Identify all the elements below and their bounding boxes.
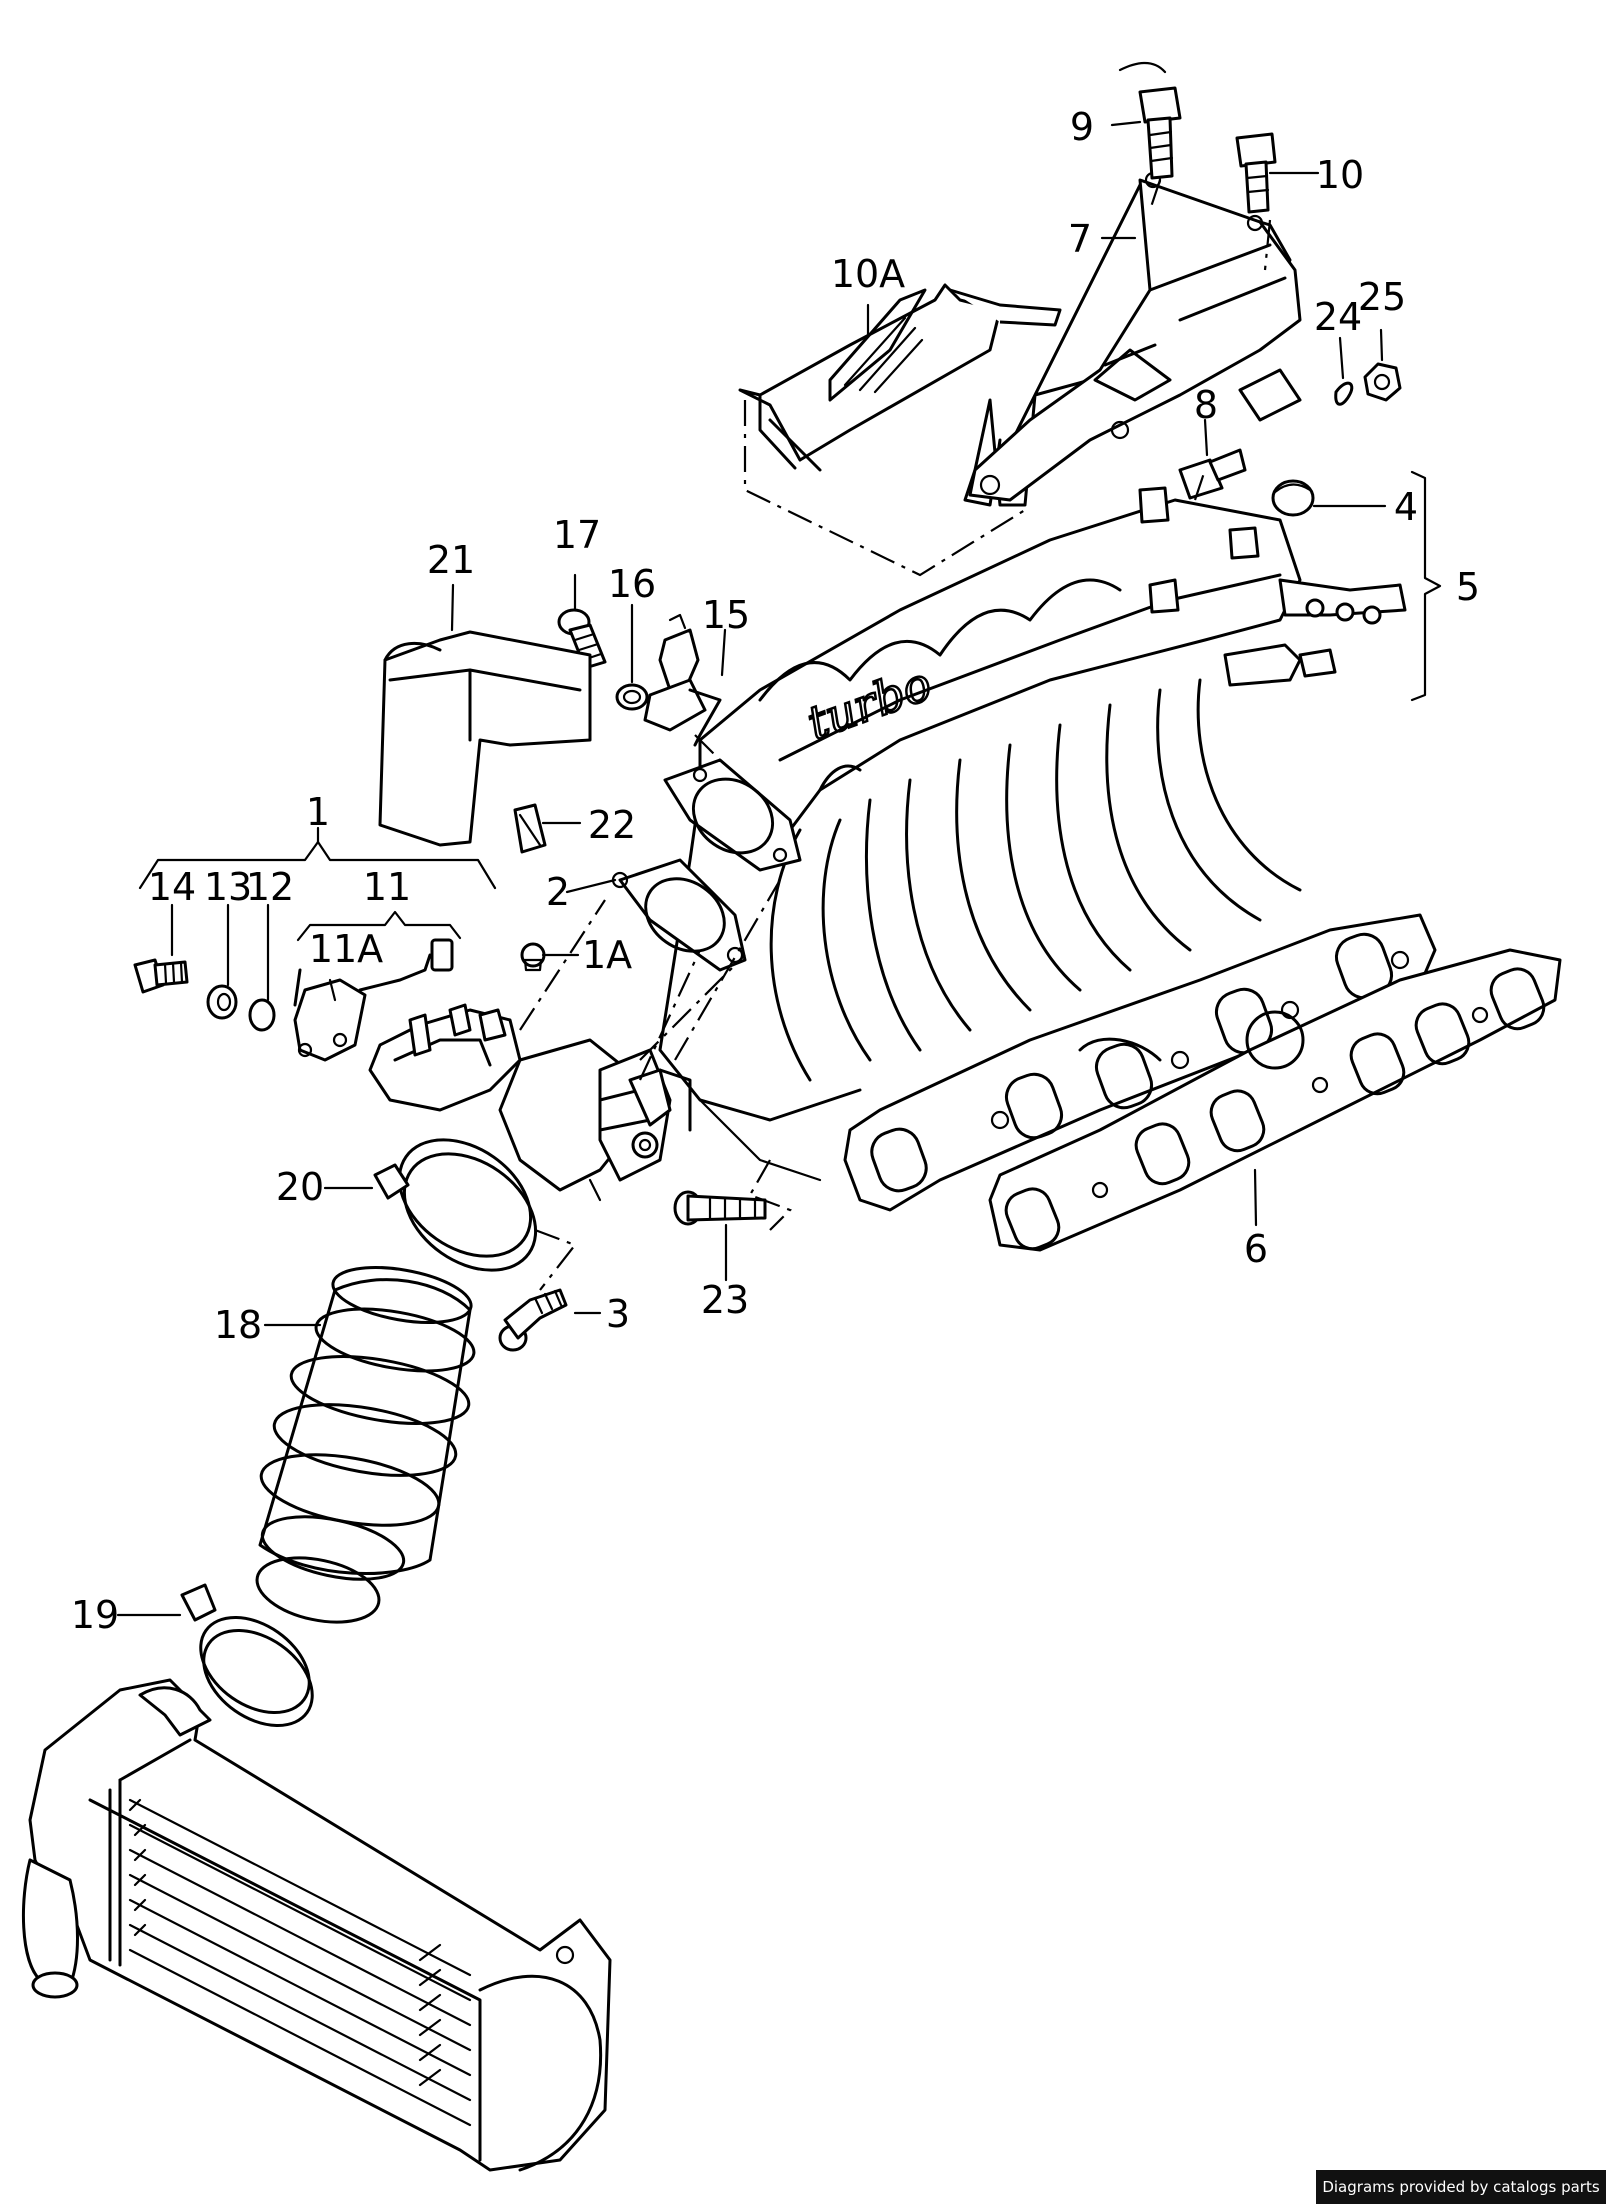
callout-11A: 11A xyxy=(309,927,383,971)
bolt-part-14 xyxy=(133,958,189,994)
callout-14: 14 xyxy=(148,865,196,909)
callout-1A: 1A xyxy=(582,933,632,977)
sensor-part-15 xyxy=(643,613,722,747)
assembly-lines xyxy=(519,179,1272,1291)
hose-part-18 xyxy=(255,1266,476,1624)
o-ring-part-16 xyxy=(615,683,649,711)
callout-6: 6 xyxy=(1244,1227,1268,1271)
callout-20: 20 xyxy=(276,1165,324,1209)
bolt-part-3 xyxy=(498,1288,568,1352)
callout-3: 3 xyxy=(606,1292,630,1336)
callout-1: 1 xyxy=(306,790,330,834)
flange-gasket-part-2 xyxy=(611,858,747,972)
callout-12: 12 xyxy=(246,865,294,909)
callout-18: 18 xyxy=(214,1303,262,1347)
callout-16: 16 xyxy=(608,562,656,606)
callout-25: 25 xyxy=(1358,275,1406,319)
throttle-body-part-1 xyxy=(498,1038,692,1202)
bracket-part-7 xyxy=(963,171,1302,507)
bolt-part-10 xyxy=(1235,132,1277,214)
callout-17: 17 xyxy=(553,513,601,557)
bolt-part-9 xyxy=(1118,61,1182,180)
callout-9: 9 xyxy=(1070,105,1094,149)
callout-2: 2 xyxy=(546,870,570,914)
callout-23: 23 xyxy=(701,1278,749,1322)
callout-7: 7 xyxy=(1068,217,1092,261)
callout-15: 15 xyxy=(702,593,750,637)
callout-4: 4 xyxy=(1394,485,1418,529)
sensor-part-1A xyxy=(520,942,546,972)
intercooler xyxy=(21,1678,612,2172)
ring-part-12 xyxy=(248,998,276,1032)
washer-part-13 xyxy=(206,984,238,1020)
clip-part-22 xyxy=(513,803,547,854)
bolt-part-23 xyxy=(673,1190,767,1226)
callout-22: 22 xyxy=(588,803,636,847)
callout-8: 8 xyxy=(1194,383,1218,427)
cap-part-4 xyxy=(1271,479,1315,517)
callout-10: 10 xyxy=(1316,153,1364,197)
callout-labels: 1 1A 2 3 4 5 6 7 8 9 10 10A 11 11A 12 13… xyxy=(71,105,1480,1637)
leader-lines xyxy=(116,120,1442,1617)
clamp-part-19 xyxy=(180,1583,314,1728)
bolt-part-8 xyxy=(1178,448,1247,500)
credit-badge: Diagrams provided by catalogs parts xyxy=(1316,2170,1606,2204)
clamp-part-20 xyxy=(373,1138,538,1272)
callout-13: 13 xyxy=(204,865,252,909)
cover-part-21 xyxy=(378,630,592,847)
rail-part-10A xyxy=(738,283,1062,577)
switch-part-11A xyxy=(293,938,454,1062)
callout-21: 21 xyxy=(427,538,475,582)
callout-11: 11 xyxy=(363,865,411,909)
callout-10A: 10A xyxy=(831,252,905,296)
manifold-gasket-part-6 xyxy=(988,948,1562,1252)
throttle-switch-part-11 xyxy=(368,1003,522,1112)
callout-19: 19 xyxy=(71,1593,119,1637)
callout-5: 5 xyxy=(1456,565,1480,609)
callout-24: 24 xyxy=(1314,295,1362,339)
nut-part-25 xyxy=(1363,362,1402,402)
washer-part-24 xyxy=(1334,381,1354,406)
